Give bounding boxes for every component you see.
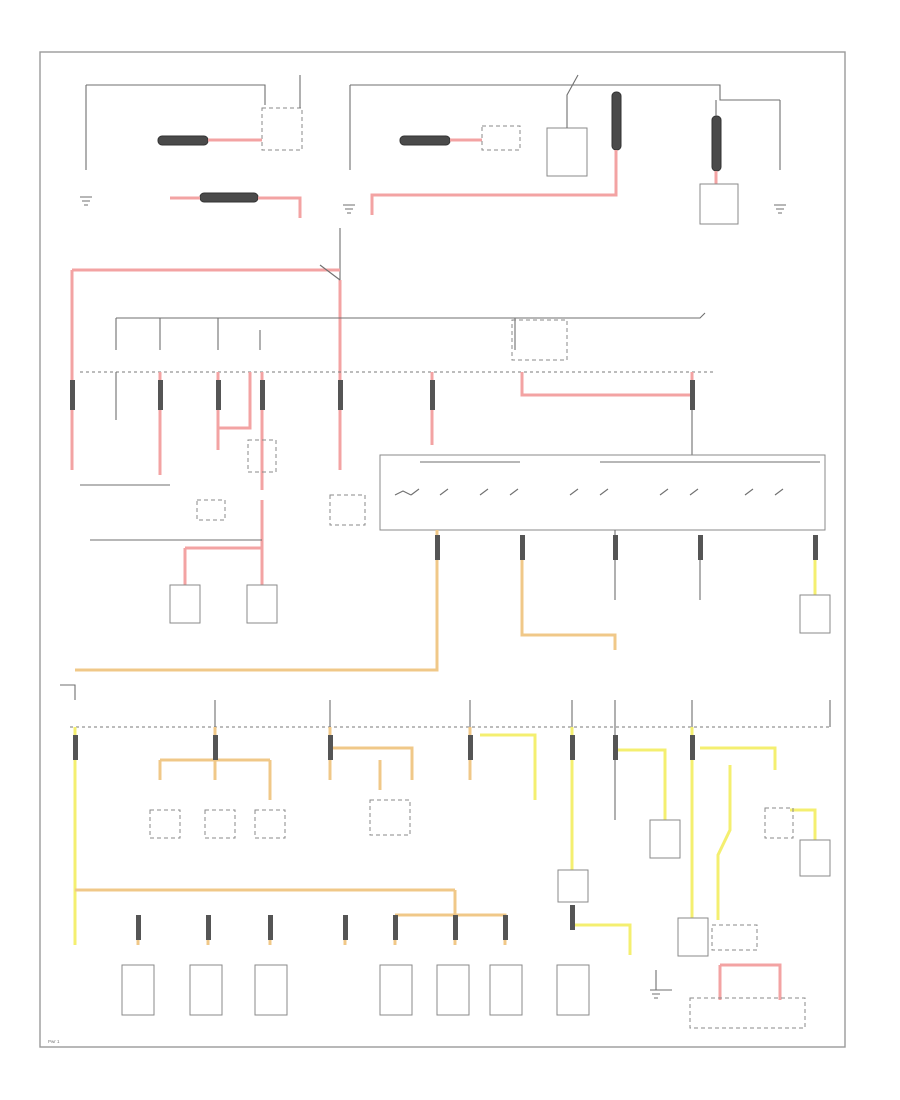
- fusible-link-1: [157, 135, 209, 146]
- lower-branches: [73, 727, 817, 1000]
- fusible-link-5: [711, 115, 722, 172]
- ground-symbols: [650, 970, 672, 999]
- page-label: Pwr 1: [48, 1039, 60, 1044]
- ignition-control-module: [699, 183, 739, 225]
- component-lower-3: [799, 839, 831, 877]
- component-l2: [246, 584, 278, 624]
- component-lower-2: [677, 917, 709, 957]
- generator-stud: [481, 125, 521, 151]
- switch-panel: [379, 454, 826, 531]
- main-feed: [70, 228, 342, 470]
- component-l4: [329, 494, 366, 526]
- left-middle-components: [80, 484, 366, 624]
- fusible-link-2: [199, 192, 259, 203]
- component-l1: [169, 584, 201, 624]
- relay-upper: [247, 439, 277, 473]
- relay-lower: [557, 869, 589, 903]
- diagram-frame: [39, 51, 846, 1048]
- lower-components: [121, 799, 831, 1029]
- component-l3: [196, 499, 226, 521]
- starter-solenoid-center: [546, 127, 588, 177]
- component-right-1: [799, 594, 831, 634]
- component-lower-1: [649, 819, 681, 859]
- connector-pins: [70, 380, 818, 940]
- lower-fuse-bus: [60, 684, 831, 728]
- fuse-block-upper: [511, 319, 568, 361]
- starter-solenoid-left: [261, 107, 303, 151]
- top-power-section: [80, 74, 786, 225]
- fusible-link-4: [611, 91, 622, 151]
- fusible-link-3: [399, 135, 451, 146]
- panel-outputs: [75, 530, 831, 672]
